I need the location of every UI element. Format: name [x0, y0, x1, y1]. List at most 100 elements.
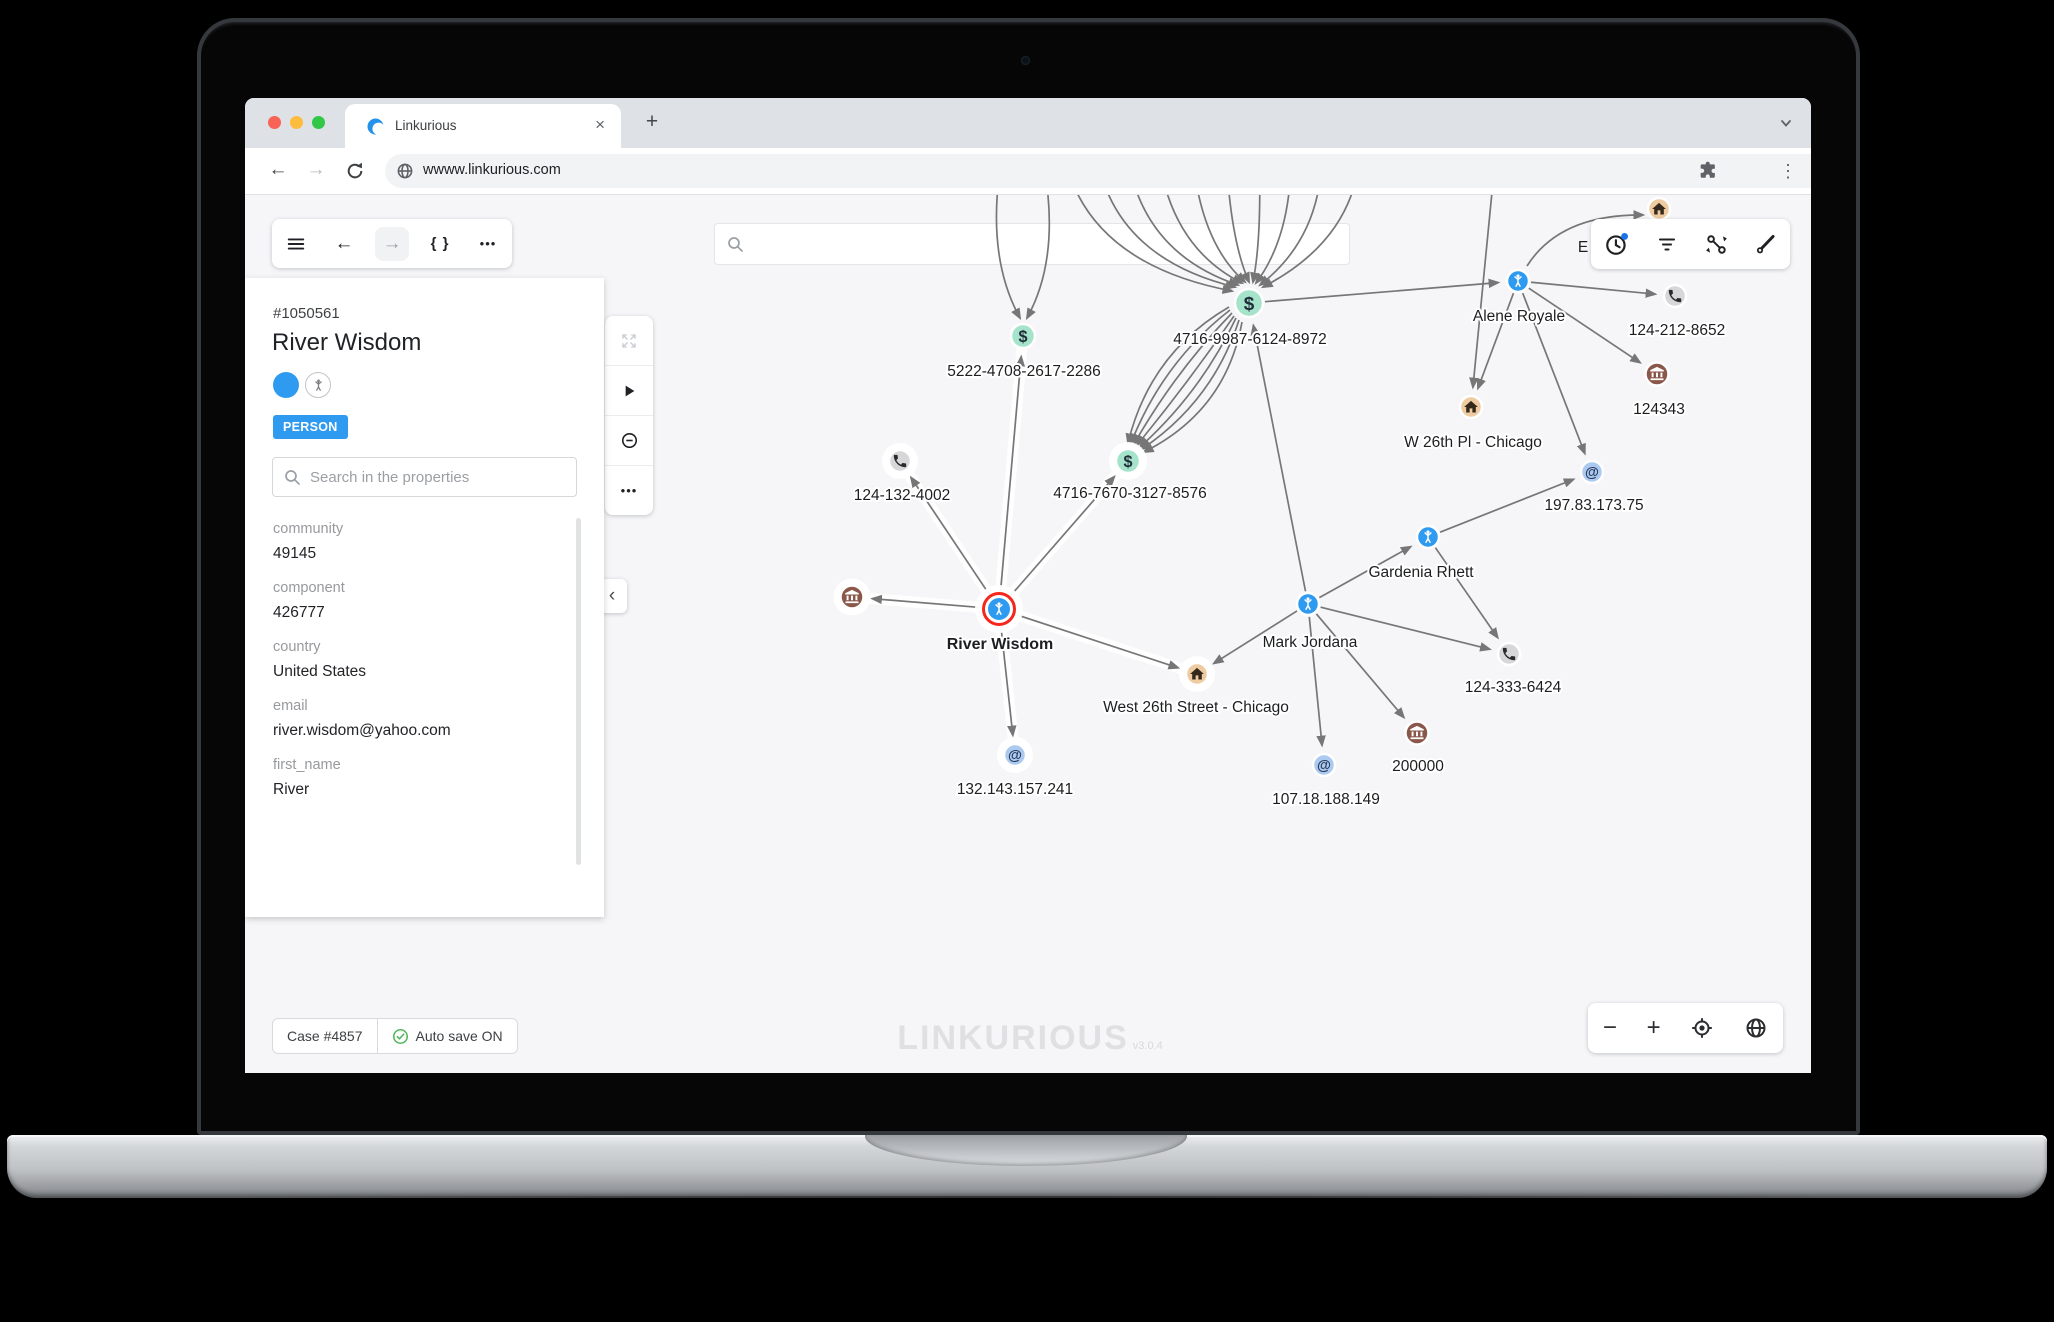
svg-text:@: @: [1585, 465, 1599, 481]
property-label: community: [273, 521, 344, 537]
design-brush-icon[interactable]: [1754, 232, 1778, 256]
watermark-brand: LINKURIOUS: [897, 1019, 1129, 1057]
svg-text:$: $: [1123, 453, 1132, 471]
graph-node-label: 124-212-8652: [1629, 322, 1726, 339]
divider: [376, 1019, 378, 1053]
tab-close-icon[interactable]: ×: [595, 115, 605, 134]
site-globe-icon: [397, 163, 413, 179]
graph-node-ipC[interactable]: [1311, 752, 1337, 778]
menu-button[interactable]: [279, 227, 313, 261]
graph-edge: [1476, 292, 1515, 391]
remove-node-button[interactable]: [605, 416, 653, 466]
canvas-search-input[interactable]: [714, 223, 1350, 265]
graph-edge: [1320, 606, 1492, 652]
expand-icon: [622, 333, 636, 348]
time-filter-icon[interactable]: [1604, 231, 1630, 257]
center-view-icon[interactable]: [1690, 1016, 1714, 1040]
browser-forward-button[interactable]: →: [306, 159, 326, 180]
autosave-toggle[interactable]: Auto save ON: [378, 1019, 517, 1053]
property-label: country: [273, 639, 321, 655]
property-row: email river.wisdom@yahoo.com: [273, 698, 604, 740]
property-row: community 49145: [273, 521, 604, 563]
node-color-dot: [273, 372, 299, 398]
browser-tab[interactable]: Linkurious ×: [345, 104, 621, 148]
svg-text:@: @: [1008, 748, 1022, 764]
graph-node-label: 5222-4708-2617-2286: [947, 363, 1100, 380]
case-label: Case #4857: [287, 1028, 363, 1044]
properties-search-input[interactable]: Search in the properties: [272, 457, 577, 497]
graph-edge: [999, 621, 1017, 738]
graph-node-label: 197.83.173.75: [1544, 497, 1643, 514]
node-more-button[interactable]: •••: [620, 483, 638, 498]
graph-edge: [999, 354, 1026, 597]
zoom-in-button[interactable]: +: [1646, 1014, 1661, 1041]
graph-edge: [1521, 292, 1586, 456]
property-value: United States: [273, 663, 367, 680]
refresh-icon[interactable]: [345, 161, 365, 181]
query-button[interactable]: { }: [430, 235, 450, 252]
run-expand-button[interactable]: [605, 366, 653, 416]
property-label: component: [273, 580, 345, 596]
close-window-button[interactable]: [268, 116, 281, 129]
graph-edge: [1528, 287, 1642, 364]
play-icon: [625, 385, 635, 396]
property-label: first_name: [273, 757, 341, 773]
maximize-window-button[interactable]: [312, 116, 325, 129]
watermark-version: v3.0.4: [1132, 1040, 1163, 1052]
filter-icon[interactable]: [1655, 232, 1679, 256]
graph-node-label: River Wisdom: [947, 636, 1054, 653]
graph-edge: [1006, 475, 1116, 600]
graph-edge: [1308, 616, 1326, 748]
graph-node-ipB[interactable]: [1579, 459, 1605, 485]
graph-node-label: 107.18.188.149: [1272, 791, 1380, 808]
graph-node-phoneC[interactable]: [1496, 641, 1522, 667]
property-row: first_name River: [273, 757, 604, 799]
person-type-icon: [305, 372, 331, 398]
graph-node-label: 124-333-6424: [1465, 679, 1562, 696]
expand-node-button[interactable]: [605, 316, 653, 366]
url-bar[interactable]: wwww.linkurious.com: [385, 154, 1811, 188]
redo-button[interactable]: →: [375, 226, 409, 261]
graph-node-label: Alene Royale: [1473, 308, 1565, 325]
graph-node-s5222[interactable]: [1009, 322, 1037, 350]
check-circle-icon: [392, 1028, 408, 1044]
graph-edge: [1250, 323, 1307, 592]
graph-node-s9987[interactable]: [1233, 287, 1265, 319]
browser-back-button[interactable]: ←: [268, 159, 288, 180]
browser-toolbar: ← → wwww.linkurious.com ⋮: [245, 148, 1811, 195]
graph-node-label: Gardenia Rhett: [1368, 564, 1474, 581]
graph-edge: [1318, 545, 1413, 599]
extensions-puzzle-icon[interactable]: [1697, 160, 1718, 181]
svg-text:$: $: [1244, 294, 1255, 315]
graph-toolbar: ← → { } •••: [272, 219, 512, 268]
minus-circle-icon: [621, 432, 637, 449]
graph-node-label: 200000: [1392, 758, 1444, 775]
graph-node-phoneA[interactable]: [887, 448, 913, 474]
graph-edge: [870, 594, 987, 609]
graph-edge: [909, 475, 993, 599]
new-tab-button[interactable]: +: [645, 110, 659, 133]
property-row: component 426777: [273, 580, 604, 622]
graph-node-label: W 26th Pl - Chicago: [1404, 434, 1542, 451]
browser-menu-kebab-icon[interactable]: ⋮: [1779, 161, 1797, 181]
browser-window: Linkurious × + ← → wwww.linkur: [245, 98, 1811, 1073]
node-name-title: River Wisdom: [272, 329, 422, 356]
linkurious-favicon: [367, 118, 384, 135]
graph-node-phoneB[interactable]: [1662, 283, 1688, 309]
graph-edge: [1439, 478, 1576, 534]
edge-grouping-icon[interactable]: [1704, 232, 1729, 257]
zoom-out-button[interactable]: −: [1602, 1014, 1617, 1041]
graph-node-ipA[interactable]: [1002, 742, 1028, 768]
minimize-window-button[interactable]: [290, 116, 303, 129]
globe-layout-icon[interactable]: [1744, 1016, 1768, 1040]
graph-edge: [1211, 610, 1298, 665]
graph-edge: [1315, 613, 1406, 720]
toolbar-more-button[interactable]: •••: [479, 236, 497, 251]
graph-node-s7670[interactable]: [1114, 447, 1142, 475]
property-row: country United States: [273, 639, 604, 681]
undo-button[interactable]: ←: [334, 232, 354, 254]
chevron-down-icon[interactable]: [1779, 116, 1793, 130]
panel-scrollbar[interactable]: [576, 518, 581, 865]
property-value: river.wisdom@yahoo.com: [273, 722, 451, 739]
